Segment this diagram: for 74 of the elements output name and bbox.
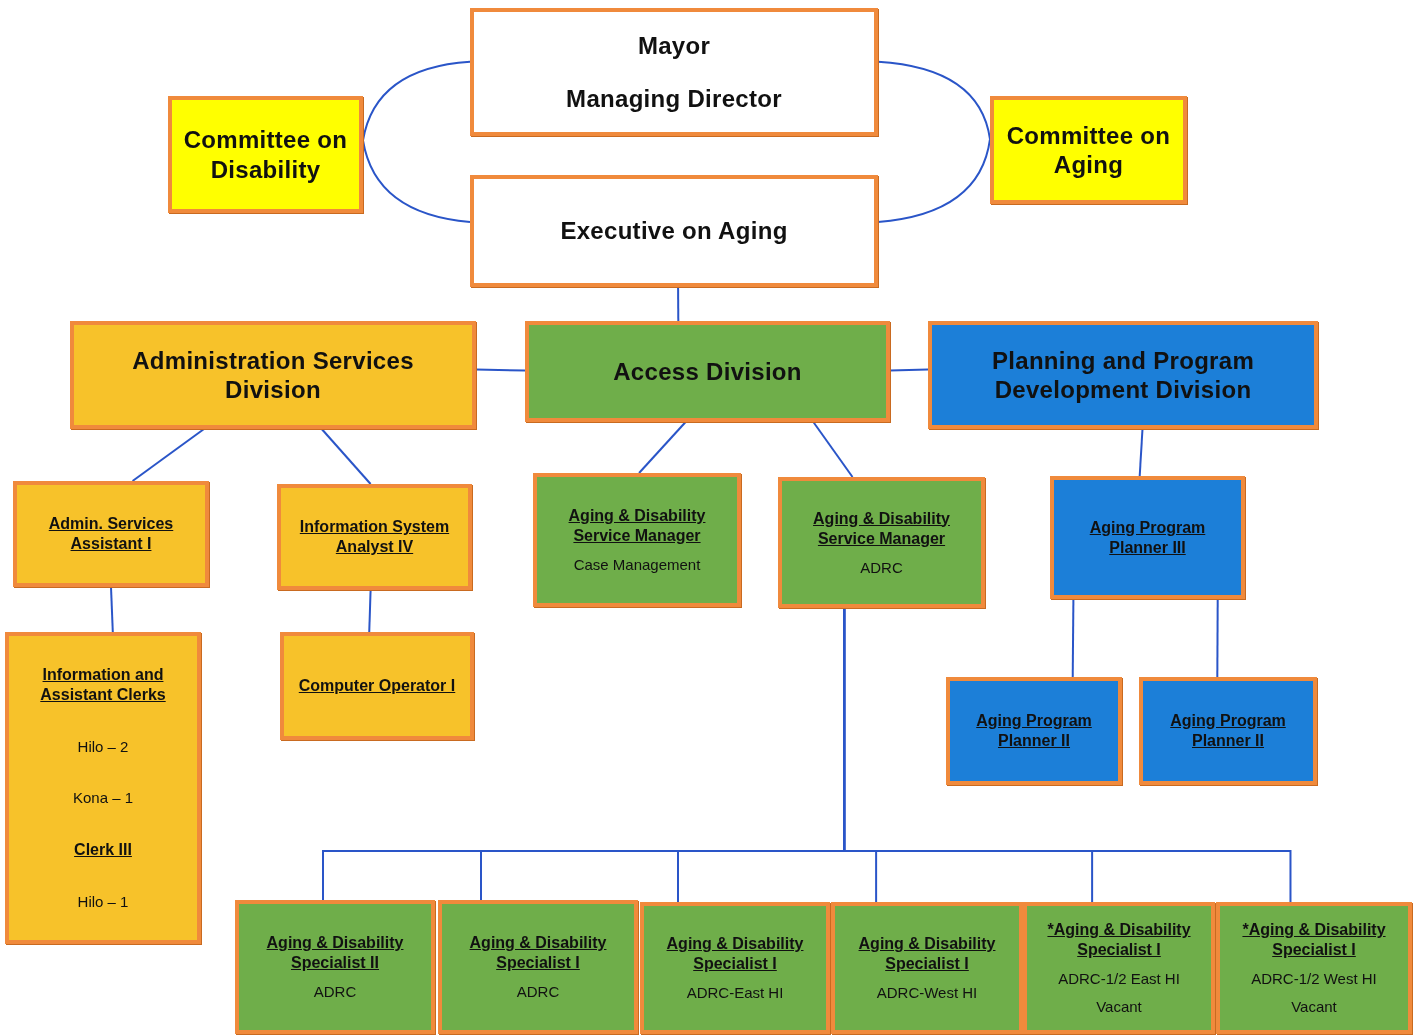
org-box	[533, 473, 741, 607]
connector-line	[889, 368, 929, 372]
box-title: Committee on Disability	[182, 125, 349, 184]
position-title: *Aging & Disability Specialist I	[1241, 920, 1387, 960]
position-title: Computer Operator I	[298, 676, 456, 696]
connector-line	[368, 589, 372, 633]
org-box	[990, 96, 1187, 204]
connector-line	[320, 428, 372, 485]
position-detail: ADRC	[516, 983, 560, 1001]
org-box	[168, 96, 363, 213]
connector-line	[131, 428, 205, 482]
org-box	[13, 481, 209, 587]
position-detail: Hilo – 1	[77, 893, 129, 911]
org-box	[235, 900, 435, 1034]
position-title: Aging & Disability Specialist I	[857, 934, 997, 974]
connector-line	[110, 586, 114, 633]
org-box	[70, 321, 476, 429]
position-title: Admin. Services Assistant I	[47, 514, 175, 554]
connector-line	[1071, 598, 1075, 678]
connector-line	[877, 60, 991, 141]
position-title: Aging Program Planner II	[975, 711, 1093, 751]
org-box	[525, 321, 890, 422]
box-title: Planning and Program Development Division	[991, 345, 1255, 405]
position-detail: ADRC-West HI	[876, 984, 978, 1002]
position-title: Aging Program Planner III	[1088, 517, 1207, 558]
position-title: Aging & Disability Service Manager	[812, 508, 951, 549]
connector-line	[843, 607, 1292, 903]
position-title: Aging & Disability Specialist II	[265, 933, 405, 973]
position-detail: ADRC-1/2 East HI	[1058, 970, 1180, 988]
position-title: Aging & Disability Specialist I	[468, 933, 608, 973]
position-detail: Vacant	[1096, 998, 1142, 1016]
connector-line	[475, 368, 526, 372]
position-title: *Aging & Disability Specialist I	[1046, 920, 1192, 960]
org-box	[1139, 677, 1317, 785]
org-box	[1050, 476, 1245, 599]
box-title: Managing Director	[566, 83, 782, 113]
position-title: Information and Assistant Clerks	[39, 665, 167, 705]
position-detail: ADRC	[860, 558, 903, 577]
org-box	[1023, 902, 1215, 1034]
position-title: Clerk III	[74, 840, 132, 860]
position-detail: Kona – 1	[72, 789, 134, 807]
position-detail: ADRC	[313, 983, 357, 1001]
connector-line	[638, 421, 687, 474]
connector-line	[1138, 428, 1144, 477]
org-box	[1216, 902, 1412, 1034]
position-detail: ADRC-1/2 West HI	[1251, 970, 1377, 988]
org-box	[470, 8, 878, 136]
org-box	[438, 900, 638, 1034]
box-title: Access Division	[613, 356, 802, 387]
position-title: Information System Analyst IV	[298, 517, 451, 557]
position-detail: Case Management	[573, 556, 701, 574]
position-detail: Hilo – 2	[77, 738, 129, 756]
connector-line	[1216, 598, 1219, 678]
box-title: Administration Services Division	[131, 345, 415, 405]
connector-line	[877, 138, 991, 224]
org-box	[280, 632, 474, 740]
org-box	[5, 632, 201, 944]
org-box	[946, 677, 1122, 785]
position-detail: ADRC-East HI	[686, 984, 784, 1002]
org-box	[778, 477, 985, 608]
org-box	[831, 902, 1023, 1034]
box-title: Mayor	[637, 31, 711, 61]
position-title: Aging Program Planner II	[1169, 711, 1287, 751]
connector-line	[677, 286, 680, 322]
box-title: Committee on Aging	[1005, 120, 1172, 180]
org-box	[640, 902, 830, 1034]
position-title: Aging & Disability Service Manager	[567, 506, 707, 546]
position-title: Aging & Disability Specialist I	[665, 934, 805, 974]
org-box	[470, 175, 878, 287]
org-box	[277, 484, 472, 590]
connector-line	[812, 421, 854, 478]
box-title: Executive on Aging	[560, 216, 788, 246]
org-box	[928, 321, 1318, 429]
position-detail: Vacant	[1291, 998, 1337, 1016]
